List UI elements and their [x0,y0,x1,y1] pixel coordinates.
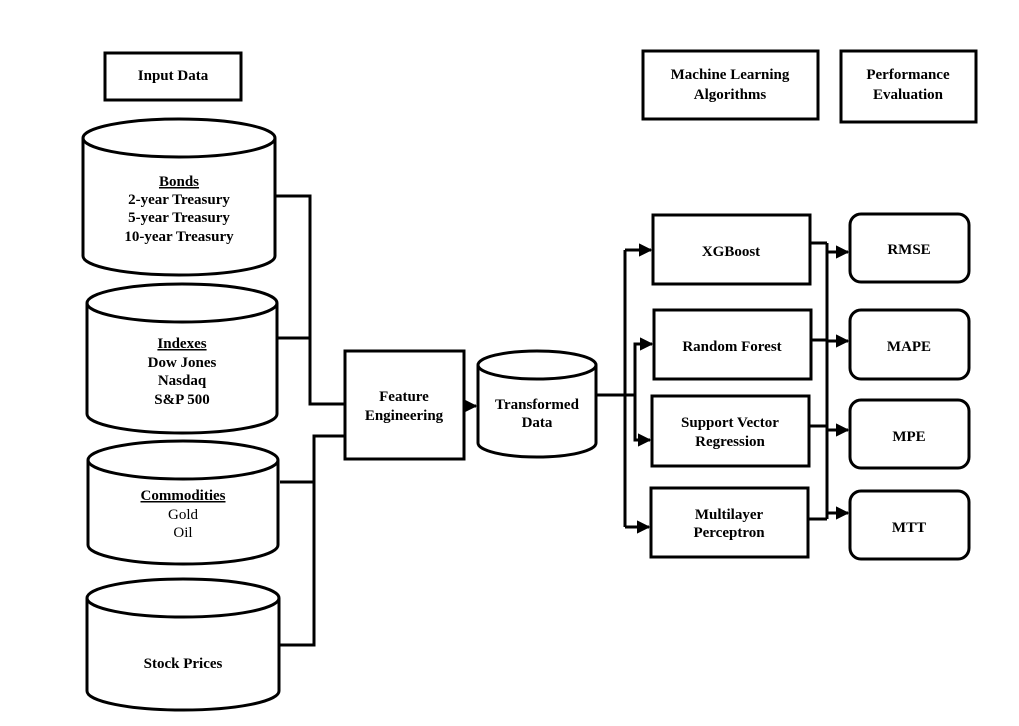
xgboost-label: XGBoost [702,244,760,260]
bonds-item: 5-year Treasury [128,210,230,226]
indexes-item: Dow Jones [148,355,217,371]
bonds-item: 10-year Treasury [124,229,234,245]
commodities-item: Oil [173,525,192,541]
indexes-item: S&P 500 [154,392,209,408]
perf-header-line-2: Evaluation [873,87,944,103]
mpe-box: MPE [848,398,971,470]
commodities-title: Commodities [141,488,226,504]
mape-label: MAPE [887,339,931,355]
input-data-header: Input Data [103,51,243,102]
mlp-box: Multilayer Perceptron [649,486,810,559]
stock-prices-title: Stock Prices [144,656,223,672]
transformed-data-line-2: Data [522,415,553,431]
performance-evaluation-header: Performance Evaluation [839,49,978,124]
ml-header-line-1: Machine Learning [671,67,790,83]
mpe-label: MPE [892,429,925,445]
commodities-cylinder: Commodities Gold Oil [86,439,280,566]
bonds-cylinder: Bonds 2-year Treasury 5-year Treasury 10… [81,117,277,277]
stock-prices-cylinder: Stock Prices [85,577,281,712]
mtt-box: MTT [848,489,971,561]
xgboost-box: XGBoost [651,213,812,286]
mlp-line-2: Perceptron [693,525,765,541]
bonds-title: Bonds [159,174,199,190]
indexes-cylinder: Indexes Dow Jones Nasdaq S&P 500 [85,282,279,435]
svr-line-2: Regression [695,434,765,450]
bonds-item: 2-year Treasury [128,192,230,208]
algorithm-to-metric-connectors [808,241,850,521]
ml-algorithms-header: Machine Learning Algorithms [641,49,820,121]
random-forest-label: Random Forest [682,339,781,355]
commodities-item: Gold [168,507,199,523]
mtt-label: MTT [892,520,926,536]
feature-engineering-line-2: Engineering [365,408,444,424]
indexes-item: Nasdaq [158,373,207,389]
data-to-algorithm-connectors [596,243,654,534]
ml-header-line-2: Algorithms [694,87,767,103]
rmse-box: RMSE [848,212,971,284]
transformed-data-line-1: Transformed [495,397,580,413]
transformed-data-cylinder: Transformed Data [476,349,598,459]
random-forest-box: Random Forest [652,308,813,381]
mape-box: MAPE [848,308,971,381]
perf-header-line-1: Performance [866,67,950,83]
source-connectors [275,194,345,647]
input-data-header-label: Input Data [138,68,209,84]
svr-line-1: Support Vector [681,415,779,431]
rmse-label: RMSE [887,242,930,258]
svr-box: Support Vector Regression [650,394,811,468]
mlp-line-1: Multilayer [695,507,764,523]
feature-engineering-box: Feature Engineering [343,349,466,461]
feature-engineering-line-1: Feature [379,389,429,405]
indexes-title: Indexes [157,336,206,352]
